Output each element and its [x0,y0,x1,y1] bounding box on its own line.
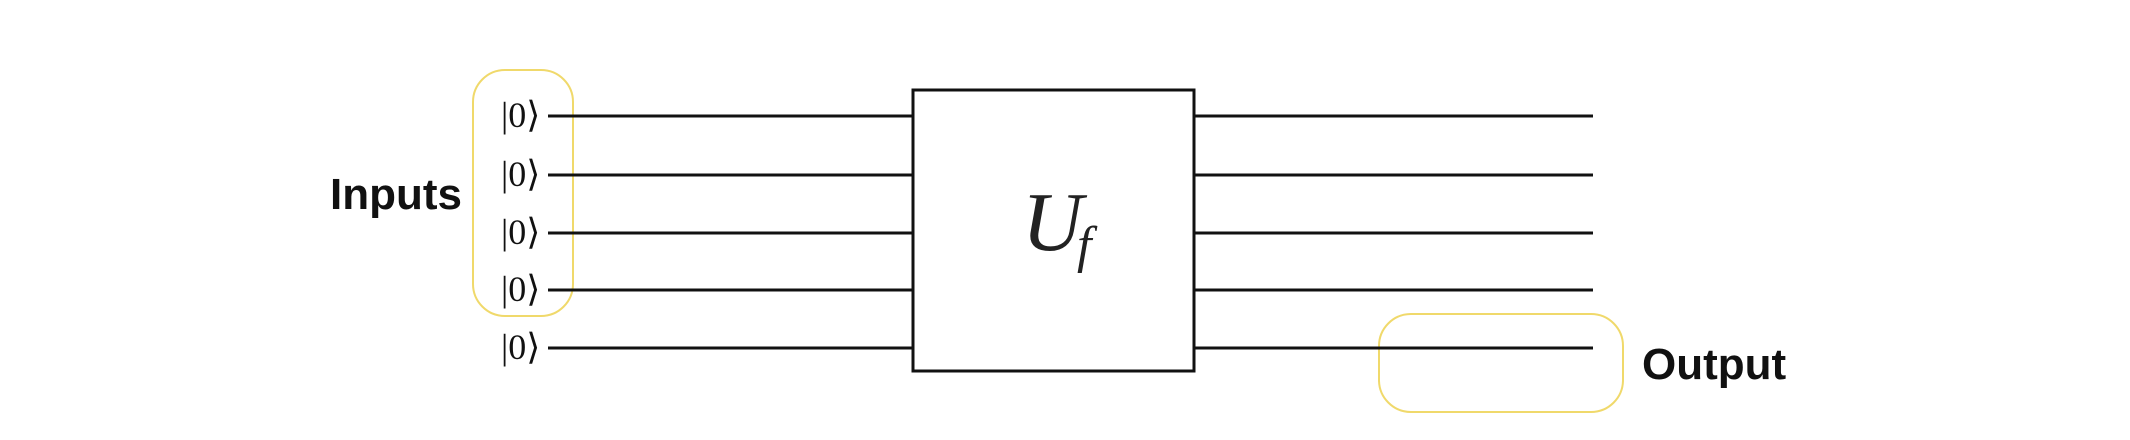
ket-label: |0⟩ [501,269,540,309]
gate-symbol: U [1022,176,1088,269]
output-highlight-box [1378,313,1624,413]
gate-box [911,88,1196,373]
qubit-wire-1: |0⟩ [501,154,1593,194]
inputs-highlight-box [472,69,574,317]
qubit-wire-4: |0⟩ [501,327,1593,367]
ket-label: |0⟩ [501,327,540,367]
qubit-wire-0: |0⟩ [501,95,1593,135]
inputs-label: Inputs [330,170,462,219]
output-label: Output [1642,340,1787,389]
qubit-wire-3: |0⟩ [501,269,1593,309]
qubit-wire-2: |0⟩ [501,212,1593,252]
ket-label: |0⟩ [501,95,540,135]
oracle-gate: U f [911,88,1196,373]
ket-label: |0⟩ [501,154,540,194]
ket-label: |0⟩ [501,212,540,252]
